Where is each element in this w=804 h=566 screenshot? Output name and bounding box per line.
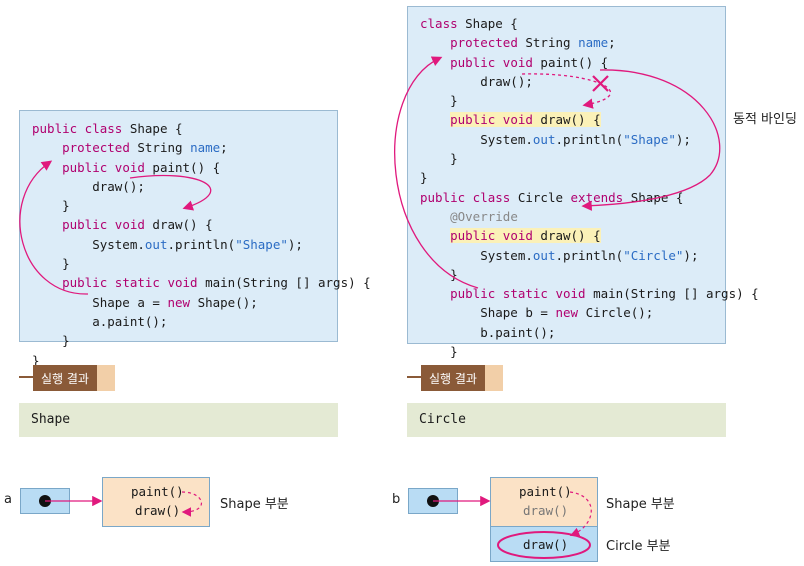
paint-method-b: paint(): [519, 484, 572, 499]
shape-part-b: [490, 477, 598, 527]
left-code-line: a.paint();: [32, 313, 168, 329]
dynamic-binding-arrow: [581, 69, 721, 211]
left-code-line: public void paint() {: [62, 159, 221, 175]
right-code-line: System.out.println("Shape");: [420, 131, 691, 147]
left-code-line: protected String name;: [62, 140, 228, 156]
left-code-line: Shape a = new Shape();: [32, 294, 258, 310]
circle-draw-highlight: [497, 531, 591, 559]
left-code-line: }: [32, 352, 40, 368]
left-code-line: }: [32, 198, 70, 214]
right-main-to-paint-arrow: [394, 56, 479, 289]
right-paint-to-circle-draw-arrow: [569, 491, 592, 537]
draw-method-a: draw(): [135, 503, 181, 518]
right-code-line: class Shape {: [420, 16, 518, 31]
left-code-line: public void draw() {: [62, 217, 213, 233]
right-code-line: draw();: [420, 73, 533, 89]
left-code-listing: public class Shape { protected String na…: [32, 119, 371, 370]
left-code-line: draw();: [32, 178, 145, 194]
run-result-label: 실행 결과: [429, 372, 477, 386]
right-code-line: @Override: [450, 208, 518, 224]
variable-a-label: a: [4, 492, 12, 507]
left-main-to-paint-arrow: [19, 160, 89, 295]
right-run-result-tag: 실행 결과: [407, 365, 511, 391]
right-code-line: public void paint() {: [450, 54, 609, 70]
left-code-box: public class Shape { protected String na…: [19, 110, 371, 368]
right-code-line: Shape b = new Circle();: [420, 305, 654, 321]
paint-method-a: paint(): [131, 484, 184, 499]
right-code-line: }: [420, 93, 458, 109]
right-code-line: public void draw() {: [450, 228, 601, 244]
right-code-line: b.paint();: [420, 324, 556, 340]
left-paint-to-draw-arrow: [181, 491, 203, 517]
right-code-listing: class Shape { protected String name; pub…: [420, 14, 759, 381]
shape-part-label-a: Shape 부분: [220, 497, 289, 512]
run-result-label: 실행 결과: [41, 372, 89, 386]
right-code-line: }: [420, 344, 458, 360]
tag-string: [19, 376, 41, 378]
left-code-line: }: [32, 333, 70, 349]
right-code-line: protected String name;: [450, 35, 616, 51]
left-output: Shape: [19, 403, 338, 437]
cross-x-icon: [592, 75, 609, 92]
right-code-box: class Shape { protected String name; pub…: [407, 6, 759, 378]
left-run-result-tag: 실행 결과: [19, 365, 123, 391]
right-output: Circle: [407, 403, 726, 437]
circle-part-label-b: Circle 부분: [606, 539, 671, 554]
shape-part-label-b: Shape 부분: [606, 497, 675, 512]
left-code-line: public class Shape {: [32, 121, 183, 136]
right-code-line: System.out.println("Circle");: [420, 247, 699, 263]
tag-icon: [421, 365, 485, 391]
draw-method-b-circle: draw(): [523, 537, 569, 552]
draw-method-b-overridden: draw(): [523, 503, 569, 518]
right-code-line: public static void main(String [] args) …: [450, 286, 759, 302]
variable-b-label: b: [392, 492, 401, 507]
dynamic-binding-label: 동적 바인딩: [733, 112, 797, 127]
left-code-line: public static void main(String [] args) …: [62, 275, 371, 291]
tag-icon: [33, 365, 97, 391]
left-draw-call-arrow: [129, 174, 212, 211]
right-code-line: public void draw() {: [450, 112, 601, 128]
right-code-line: }: [420, 151, 458, 167]
right-code-line: }: [420, 170, 428, 186]
left-code-line: }: [32, 256, 70, 272]
right-code-line: }: [420, 266, 458, 282]
right-blocked-draw-arrow: [521, 73, 611, 109]
tag-string: [407, 376, 429, 378]
shape-object-a: [102, 477, 210, 527]
left-code-line: System.out.println("Shape");: [32, 236, 303, 252]
